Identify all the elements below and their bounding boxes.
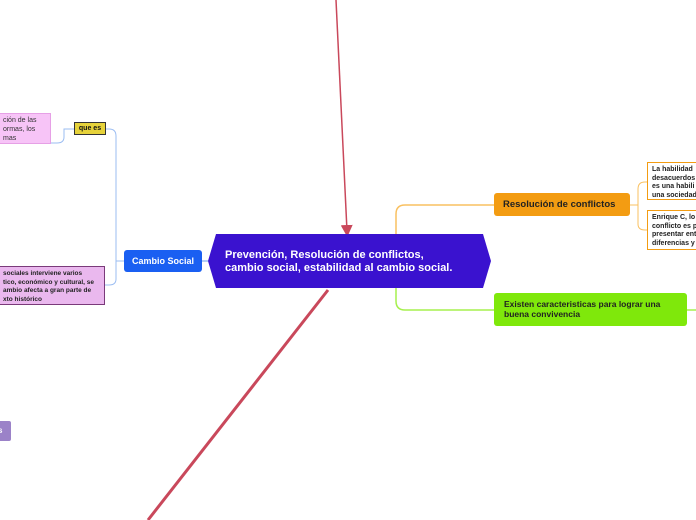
relation-line-bottom <box>146 289 330 520</box>
topic-convivencia-line1: Existen caracteristicas para lograr una <box>504 299 661 309</box>
note-enrique-line: Enrique C, lo <box>652 214 696 221</box>
note-habilidad-line: desacuerdos <box>652 174 696 182</box>
connector-note-enrique <box>637 205 647 231</box>
relation-arrow-top <box>335 0 353 237</box>
note-cambios-line: ambio afecta a gran parte de <box>3 287 92 294</box>
connector-que-es <box>106 128 124 262</box>
connector-pink-a <box>51 128 74 144</box>
central-topic-line2: cambio social, estabilidad al cambio soc… <box>225 262 453 274</box>
note-enrique-line: presentar ent <box>652 231 696 238</box>
note-enrique[interactable]: Enrique C, lo conflicto es p presentar e… <box>647 210 696 250</box>
note-definicion-line: ción de las <box>3 117 37 124</box>
central-topic-line1: Prevención, Resolución de conflictos, <box>225 249 424 261</box>
note-definicion-line: ormas, los <box>3 126 36 133</box>
topic-resolucion-conflictos[interactable]: Resolución de conflictos <box>494 193 630 216</box>
note-cambios-sociales[interactable]: sociales interviene varios tico, económi… <box>0 266 105 305</box>
topic-cambio-social[interactable]: Cambio Social <box>124 250 202 272</box>
topic-cambio-social-label: Cambio Social <box>132 256 195 266</box>
connector-convivencia <box>395 288 494 311</box>
central-topic-shape <box>208 234 491 288</box>
note-definicion-line: mas <box>3 135 17 142</box>
connector-note-habilidad <box>630 181 647 206</box>
subtopic-que-es[interactable]: que es <box>74 122 106 135</box>
connector-pink-b <box>105 261 117 286</box>
note-habilidad[interactable]: La habilidad desacuerdos es una habili u… <box>647 162 696 200</box>
topic-convivencia[interactable]: Existen caracteristicas para lograr una … <box>494 293 687 326</box>
central-topic[interactable]: Prevención, Resolución de conflictos, ca… <box>208 234 491 288</box>
topic-convivencia-line2: buena convivencia <box>504 309 581 319</box>
note-habilidad-line: La habilidad <box>652 166 693 173</box>
topic-purple-label: s <box>0 426 3 435</box>
subtopic-que-es-label: que es <box>78 125 102 132</box>
note-enrique-line: conflicto es p <box>652 222 696 230</box>
note-habilidad-line: es una habili <box>652 183 695 190</box>
note-definicion[interactable]: ción de las ormas, los mas <box>0 113 51 144</box>
note-cambios-line: tico, económico y cultural, se <box>3 278 95 286</box>
topic-resolucion-label: Resolución de conflictos <box>503 199 616 210</box>
topic-purple-partial[interactable]: s <box>0 421 11 441</box>
connector-resolucion <box>395 204 494 234</box>
note-enrique-line: diferencias y <box>652 239 695 247</box>
note-cambios-line: xto histórico <box>3 295 43 303</box>
note-cambios-line: sociales interviene varios <box>3 270 83 277</box>
note-habilidad-line: una sociedad <box>652 191 696 199</box>
